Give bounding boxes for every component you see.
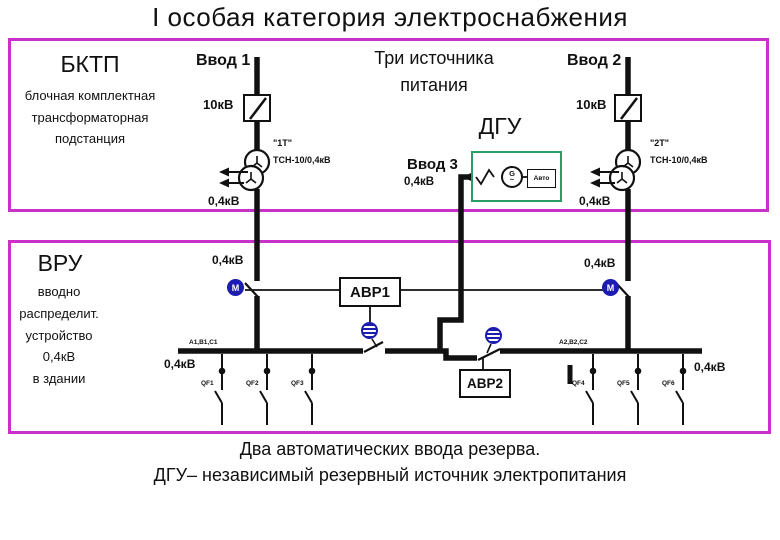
vru-desc-line: 0,4кВ <box>42 349 76 364</box>
lv-label: 0,4кВ <box>404 176 435 188</box>
lv-label: 0,4кВ <box>579 194 611 208</box>
feeder-label: QF3 <box>291 380 304 387</box>
transformer1-type: ТСН-10/0,4кВ <box>273 155 331 165</box>
feeder <box>675 354 687 425</box>
input3-label: Ввод 3 <box>407 156 458 173</box>
caption-line1: Два автоматических ввода резерва. <box>239 439 541 459</box>
transformer2-icon <box>590 148 642 192</box>
vru-desc-line: вводно <box>37 284 81 299</box>
vru-title: ВРУ <box>37 250 83 276</box>
feeder-label: QF2 <box>246 380 259 387</box>
three-sources-line1: Три источника <box>374 48 494 68</box>
generator-wave: ~ <box>509 175 515 184</box>
input2-label: Ввод 2 <box>567 52 622 69</box>
hv-label: 10кВ <box>576 97 607 112</box>
lv-label: 0,4кВ <box>164 357 196 371</box>
bktp-desc-line: трансформаторная <box>31 110 149 125</box>
bus-right-phases: А2,В2,С2 <box>559 339 588 346</box>
lv-label: 0,4кВ <box>208 194 240 208</box>
lv-label: 0,4кВ <box>584 256 616 270</box>
feeder-label: QF5 <box>617 380 630 387</box>
bktp-section-box <box>8 38 769 212</box>
transformer1-icon <box>219 148 271 192</box>
vru-section-box <box>8 240 771 434</box>
feeder <box>214 354 226 425</box>
bktp-desc-line: блочная комплектная <box>24 88 156 103</box>
motor-drive-striped-icon <box>485 327 502 344</box>
hv-label: 10кВ <box>203 97 234 112</box>
avr2-switch <box>477 343 501 369</box>
page-title: I особая категория электроснабжения <box>152 2 628 32</box>
avr2-box: АВР2 <box>459 369 511 398</box>
vru-desc-line: в здании <box>32 371 86 386</box>
motor-drive-icon: М <box>602 279 619 296</box>
bktp-desc-line: подстанция <box>54 131 126 146</box>
dgu-box <box>471 151 562 202</box>
busbar <box>178 348 702 361</box>
hv-breaker-icon <box>243 94 642 122</box>
input1-label: Ввод 1 <box>196 52 251 69</box>
dgu-label: ДГУ <box>478 113 522 139</box>
feeder-label: QF4 <box>572 380 585 387</box>
generator-icon: G ~ <box>501 166 523 188</box>
vru-desc-line: устройство <box>25 328 93 343</box>
caption-line2: ДГУ– независимый резервный источник элек… <box>153 465 627 485</box>
generator-letter: G <box>509 169 515 178</box>
three-sources-line2: питания <box>400 75 468 95</box>
transformer2-name: "2Т" <box>650 138 670 148</box>
bus-left-phases: А1,В1,С1 <box>189 339 218 346</box>
bktp-title: БКТП <box>60 51 120 77</box>
feeder-lines <box>214 354 687 425</box>
feeder <box>304 354 316 425</box>
feeder <box>630 354 642 425</box>
feeder-label: QF6 <box>662 380 675 387</box>
feeder <box>585 354 597 425</box>
vru-desc-line: распределит. <box>19 306 99 321</box>
avr1-box: АВР1 <box>339 277 401 307</box>
feeder <box>259 354 271 425</box>
transformer1-name: "1Т" <box>273 138 293 148</box>
lv-label: 0,4кВ <box>212 253 244 267</box>
lv-label: 0,4кВ <box>694 360 726 374</box>
dgu-connection-line <box>437 168 528 353</box>
auto-box: Авто <box>527 169 556 188</box>
motor-drive-striped-icon <box>361 322 378 339</box>
feeder-label: QF1 <box>201 380 214 387</box>
motor-drive-icon: М <box>227 279 244 296</box>
transformer2-type: ТСН-10/0,4кВ <box>650 155 708 165</box>
